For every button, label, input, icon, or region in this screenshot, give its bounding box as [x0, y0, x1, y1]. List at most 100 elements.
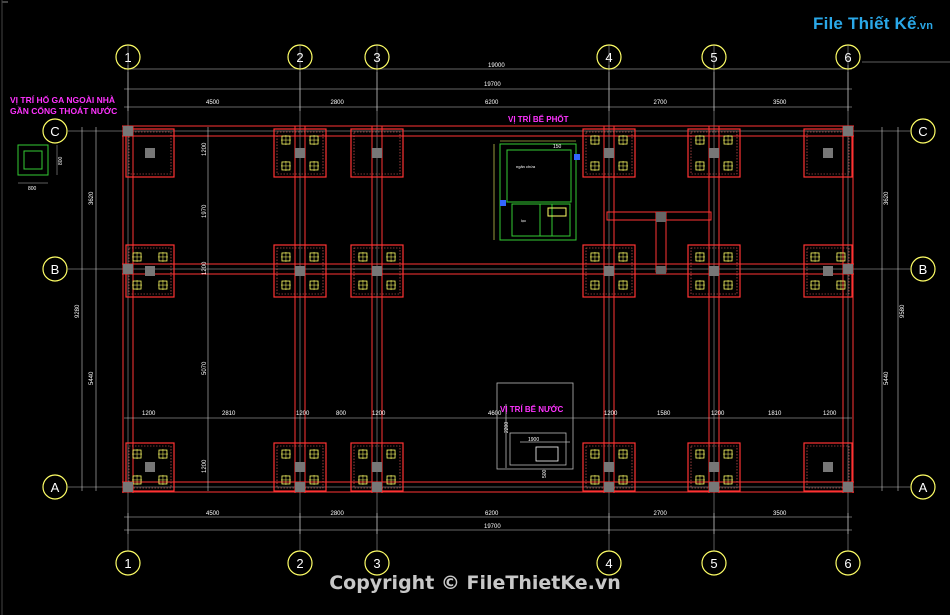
- axis-bubble-left: B: [42, 256, 68, 282]
- footing-outline: [582, 128, 636, 178]
- footing-outline: [803, 128, 853, 178]
- footing-outline: [687, 244, 741, 298]
- manhole-label-2: GẦN CỔNG THOÁT NƯỚC: [10, 105, 117, 116]
- footing: [350, 128, 404, 178]
- axis-circle: [42, 474, 68, 500]
- dim-horizontal-bottom: 2800: [331, 511, 345, 517]
- footings: [123, 126, 853, 492]
- footing: [125, 442, 175, 492]
- dim-horizontal-bottom: 4500: [206, 511, 220, 517]
- axis-label: C: [50, 124, 59, 139]
- column-square: [123, 264, 133, 274]
- footing: [582, 244, 636, 298]
- axis-label: B: [919, 262, 928, 277]
- footing-outline: [125, 128, 175, 178]
- column-dim: 4600: [488, 411, 502, 417]
- footing: [687, 244, 741, 298]
- grid-lines: [68, 72, 910, 547]
- column-square: [604, 266, 614, 276]
- footing-hatch: [585, 131, 633, 175]
- tie-beams: [606, 211, 712, 274]
- axis-label: A: [51, 480, 60, 495]
- footing-outline: [350, 128, 404, 178]
- axis-label: 1: [124, 556, 131, 571]
- column-dim: 2810: [222, 411, 236, 417]
- water-tank: 2200 1900 500: [496, 382, 574, 478]
- axis-bubble-left: C: [42, 118, 68, 144]
- column-square: [145, 148, 155, 158]
- beam-dim: 1970: [202, 204, 208, 218]
- axis-label: 6: [844, 556, 851, 571]
- dim-horizontal-top: 3500: [773, 100, 787, 106]
- footing-hatch: [806, 445, 850, 489]
- footing-hatch: [128, 131, 172, 175]
- footing-hatch: [353, 131, 401, 175]
- footing-outline: [125, 442, 175, 492]
- footing-hatch: [690, 131, 738, 175]
- axis-circle: [42, 118, 68, 144]
- axis-label: 5: [710, 556, 717, 571]
- dim-vertical-left: 3620: [89, 191, 95, 205]
- column-dim: 1200: [142, 411, 156, 417]
- footing: [273, 128, 327, 178]
- svg-text:lọc: lọc: [521, 218, 526, 223]
- column-square: [372, 482, 382, 492]
- axis-circle: [910, 256, 936, 282]
- column-square: [604, 148, 614, 158]
- beam-dim: 5070: [202, 361, 208, 375]
- manhole-dim-w: 800: [28, 186, 37, 192]
- footing-outline: [350, 244, 404, 298]
- column-square: [145, 462, 155, 472]
- beam-dim: 1200: [202, 142, 208, 156]
- column-square: [295, 266, 305, 276]
- column-square: [709, 462, 719, 472]
- dim-vertical-left: 5440: [89, 371, 95, 385]
- column-square: [372, 148, 382, 158]
- manhole-label-1: VỊ TRÍ HỐ GA NGOÀI NHÀ: [10, 94, 115, 105]
- footing-hatch: [276, 131, 324, 175]
- footing-outline: [687, 128, 741, 178]
- column-square: [604, 462, 614, 472]
- column-dim: 1580: [657, 411, 671, 417]
- footing: [125, 128, 175, 178]
- column-square: [823, 148, 833, 158]
- column-dim: 800: [336, 411, 347, 417]
- column-square: [123, 126, 133, 136]
- dim-vertical-total-left: 9280: [75, 304, 81, 318]
- dim-overall-top: 19700: [484, 82, 501, 88]
- dim-horizontal-bottom: 2700: [654, 511, 668, 517]
- site-logo: File Thiết Kế.vn: [813, 14, 933, 34]
- column-dim: 1200: [296, 411, 310, 417]
- footing-outline: [582, 244, 636, 298]
- water-tank-label: VỊ TRÍ BỂ NƯỚC: [500, 405, 563, 414]
- footing: [582, 128, 636, 178]
- footing-hatch: [806, 247, 850, 295]
- dim-overall-bottom: 19700: [484, 524, 501, 530]
- column-square: [709, 266, 719, 276]
- footing-outline: [273, 244, 327, 298]
- svg-text:1900: 1900: [528, 437, 539, 443]
- column-square: [123, 482, 133, 492]
- column-square: [295, 462, 305, 472]
- svg-text:500: 500: [542, 469, 548, 478]
- axis-label: 3: [373, 556, 380, 571]
- svg-text:ngăn chứa: ngăn chứa: [516, 164, 536, 169]
- beam-dim: 1200: [202, 459, 208, 473]
- dim-horizontal-top: 2800: [331, 100, 345, 106]
- manhole-dim-h: 800: [58, 156, 64, 165]
- column-square: [823, 266, 833, 276]
- dim-vertical-right: 5440: [884, 371, 890, 385]
- dim-horizontal-bottom: 3500: [773, 511, 787, 517]
- column-square: [295, 482, 305, 492]
- column-square: [843, 264, 853, 274]
- column-square: [709, 148, 719, 158]
- footing-hatch: [690, 247, 738, 295]
- septic-tank: ngăn chứa lọc 150: [493, 140, 580, 241]
- axis-bubble-right: A: [910, 474, 936, 500]
- footing: [273, 244, 327, 298]
- axis-label: B: [51, 262, 60, 277]
- dim-total-top: 19000: [488, 63, 505, 69]
- footing-hatch: [128, 445, 172, 489]
- axis-label: A: [919, 480, 928, 495]
